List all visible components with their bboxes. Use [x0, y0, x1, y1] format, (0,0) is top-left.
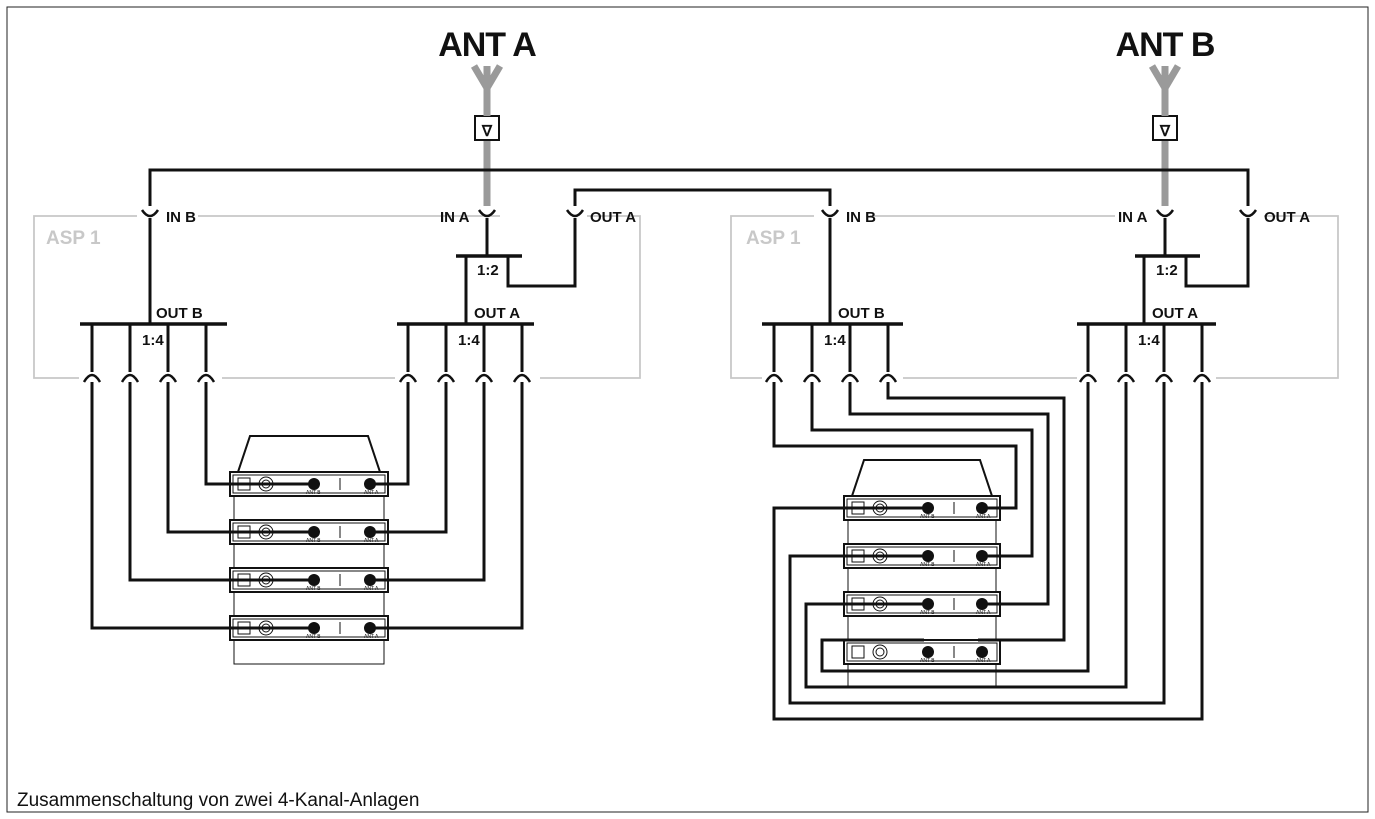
- receiver-jack-a: ANT A: [364, 538, 379, 544]
- splitter-right-name: ASP 1: [746, 228, 801, 249]
- splitter-left-out-a-bus: OUT A: [474, 305, 520, 322]
- receiver-jack-b: ANT B: [306, 490, 321, 496]
- splitter-right-in-b: IN B: [846, 209, 876, 226]
- receiver-jack-a: ANT A: [976, 514, 991, 520]
- splitter-left-name: ASP 1: [46, 228, 101, 249]
- splitter-right: [762, 209, 1258, 383]
- receiver-unit-right-4: ANT B ANT A: [843, 639, 1001, 665]
- receiver-lid-left: [236, 435, 382, 473]
- cable-right-a-2: [788, 382, 1166, 705]
- amplifier-symbol-b: ∇: [1159, 123, 1171, 140]
- antenna-a: [470, 64, 504, 206]
- receiver-jack-b: ANT B: [306, 586, 321, 592]
- cable-left-a-2: [368, 382, 448, 534]
- splitter-left: [80, 209, 585, 383]
- splitter-right-out-b-bus: OUT B: [838, 305, 885, 322]
- splitter-left-ratio-2: 1:2: [477, 262, 499, 279]
- splitter-left-ratio-b: 1:4: [142, 332, 164, 349]
- cable-left-b-1: [204, 382, 312, 486]
- cable-right-a-1: [772, 382, 1204, 721]
- cable-right-b-3: [848, 382, 1050, 606]
- receiver-jack-a: ANT A: [976, 658, 991, 664]
- splitter-right-in-a: IN A: [1118, 209, 1148, 226]
- receiver-jack-b: ANT B: [306, 634, 321, 640]
- antenna-a-label: ANT A: [438, 26, 536, 64]
- splitter-right-ratio-2: 1:2: [1156, 262, 1178, 279]
- cable-right-a-3: [804, 382, 1128, 689]
- receiver-jack-a: ANT A: [976, 562, 991, 568]
- cable-left-a-3: [368, 382, 486, 582]
- cable-right-b-1: [772, 382, 1018, 510]
- splitter-left-in-a: IN A: [440, 209, 470, 226]
- splitter-right-out-a-bus: OUT A: [1152, 305, 1198, 322]
- cable-right-b-4: [886, 382, 1066, 642]
- splitter-right-ratio-b: 1:4: [824, 332, 846, 349]
- receiver-jack-b: ANT B: [920, 514, 935, 520]
- cable-right-b-2: [810, 382, 1034, 558]
- antenna-b: [1148, 64, 1182, 206]
- receiver-jack-a: ANT A: [364, 586, 379, 592]
- cascade-wire: [573, 188, 832, 206]
- receiver-cables: [90, 382, 1204, 721]
- amplifier-symbol-a: ∇: [481, 123, 493, 140]
- splitter-right-out-a-port: OUT A: [1264, 209, 1310, 226]
- receiver-jack-b: ANT B: [920, 610, 935, 616]
- receiver-jack-b: ANT B: [920, 658, 935, 664]
- antenna-b-label: ANT B: [1116, 26, 1215, 64]
- splitter-left-ratio-a: 1:4: [458, 332, 480, 349]
- receiver-stack-left: ANT B ANT A ANT B ANT A ANT B ANT A ANT B ANT A: [229, 435, 389, 665]
- splitter-left-out-a-port: OUT A: [590, 209, 636, 226]
- cable-left-b-2: [166, 382, 312, 534]
- receiver-jack-a: ANT A: [364, 490, 379, 496]
- splitter-left-out-b-bus: OUT B: [156, 305, 203, 322]
- ant-b-feed-wire: [148, 168, 1250, 206]
- cable-left-a-1: [368, 382, 410, 486]
- cable-left-b-3: [128, 382, 312, 582]
- receiver-stack-right: ANT B ANT A ANT B ANT A ANT B ANT A ANT B ANT A: [843, 459, 1001, 689]
- outer-frame: [6, 6, 1369, 813]
- splitter-box-1: [33, 215, 641, 379]
- cable-left-a-4: [368, 382, 524, 630]
- caption: Zusammenschaltung von zwei 4-Kanal-Anlag…: [17, 790, 419, 811]
- receiver-jack-a: ANT A: [364, 634, 379, 640]
- receiver-jack-a: ANT A: [976, 610, 991, 616]
- cable-right-a-4: [820, 382, 1090, 673]
- splitter-left-in-b: IN B: [166, 209, 196, 226]
- receiver-jack-b: ANT B: [920, 562, 935, 568]
- receiver-lid-right: [850, 459, 994, 497]
- splitter-right-ratio-a: 1:4: [1138, 332, 1160, 349]
- receiver-jack-b: ANT B: [306, 538, 321, 544]
- splitter-box-2: [730, 215, 1339, 379]
- cable-left-b-4: [90, 382, 312, 630]
